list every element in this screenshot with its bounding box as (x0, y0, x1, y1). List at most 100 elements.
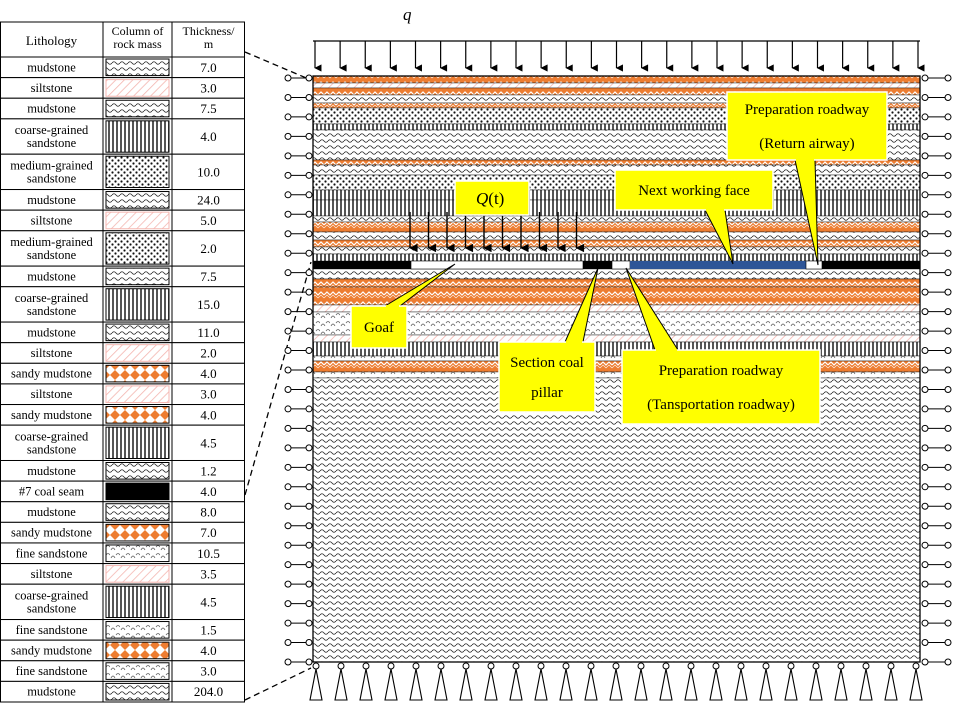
lithology-name: mudstone (27, 325, 76, 339)
roller-support (921, 405, 929, 413)
roller-support (284, 210, 292, 218)
lithology-name: fine sandstone (16, 664, 88, 678)
roller-support (284, 580, 292, 588)
roller-support (284, 405, 292, 413)
thickness-value: 3.0 (200, 664, 216, 679)
roller-support (284, 658, 292, 666)
pin-support (684, 668, 698, 701)
section-coal-pillar (583, 261, 612, 269)
boundary-supports (284, 74, 952, 701)
rock-swatch (105, 523, 170, 542)
pin-support (784, 668, 798, 701)
stratum-band (312, 82, 921, 89)
lithology-name: sandy mudstone (11, 367, 92, 381)
callout-text: Preparation roadway (745, 102, 870, 118)
roller-support (284, 152, 292, 160)
lithology-name: sandstone (27, 136, 77, 150)
thickness-value: 3.0 (200, 387, 216, 402)
model-border (312, 75, 921, 663)
thickness-value: 10.0 (197, 164, 220, 179)
pin-support (509, 668, 523, 701)
rock-swatch (105, 58, 170, 77)
thickness-value: 4.0 (200, 643, 216, 658)
roller-support (284, 385, 292, 393)
pin-support (434, 668, 448, 701)
lithology-name: sandy mudstone (11, 643, 92, 657)
lithology-name: medium-grained (10, 158, 93, 172)
rock-swatch (105, 288, 170, 321)
roller-support (284, 366, 292, 374)
roller-support (921, 132, 929, 140)
pin-support (409, 668, 423, 701)
header-column: rock mass (113, 37, 162, 51)
lithology-name: mudstone (27, 269, 76, 283)
roller-support (284, 288, 292, 296)
pin-support (709, 668, 723, 701)
roller-support (284, 522, 292, 530)
connector-bottom (244, 667, 312, 701)
pin-support (609, 668, 623, 701)
rock-swatch (105, 79, 170, 97)
pin-support (909, 668, 923, 701)
header-lithology: Lithology (26, 33, 78, 48)
stratum-band (312, 355, 921, 362)
table-header (0, 21, 245, 58)
roller-support (284, 541, 292, 549)
roller-support (284, 347, 292, 355)
thickness-value: 4.0 (200, 366, 216, 381)
lithology-name: medium-grained (10, 235, 93, 249)
lithology-name: fine sandstone (16, 623, 88, 637)
header-thickness: m (204, 37, 214, 51)
thickness-value: 8.0 (200, 505, 216, 520)
pin-support (634, 668, 648, 701)
stratum-band (312, 360, 921, 373)
pin-support (309, 668, 323, 701)
table-row: mudstone 8.0 (0, 501, 245, 523)
roller-support (921, 288, 929, 296)
roller-support (284, 619, 292, 627)
thickness-value: 11.0 (197, 325, 219, 340)
lithology-name: sandy mudstone (11, 526, 92, 540)
roller-support (921, 74, 929, 82)
rock-swatch (105, 641, 170, 660)
callout-text: (Tansportation roadway) (647, 397, 795, 413)
lithology-name: sandstone (27, 171, 77, 185)
lithology-name: mudstone (27, 685, 76, 699)
pin-support (559, 668, 573, 701)
roller-support (921, 580, 929, 588)
callout-text: (Return airway) (759, 136, 854, 152)
stratum-band (312, 268, 921, 280)
roller-support (921, 249, 929, 257)
header-thickness: Thickness/ (183, 24, 236, 38)
rock-swatch (105, 211, 170, 230)
roller-support (921, 502, 929, 510)
stratum-band (312, 377, 921, 663)
roller-support (921, 308, 929, 316)
stratum-band (312, 371, 921, 379)
next-working-face-area (630, 261, 806, 269)
roller-support (284, 639, 292, 647)
pin-support (534, 668, 548, 701)
roller-support (921, 210, 929, 218)
lithology-name: mudstone (27, 505, 76, 519)
pin-support (484, 668, 498, 701)
rock-swatch (105, 267, 170, 286)
lithology-name: sandstone (27, 304, 77, 318)
rock-swatch (105, 426, 170, 459)
roller-support (921, 327, 929, 335)
stratum-band (312, 246, 921, 255)
rock-swatch (105, 482, 170, 501)
callout-prep-return: Preparation roadway (Return airway) (726, 91, 888, 266)
thickness-value: 24.0 (197, 192, 220, 207)
